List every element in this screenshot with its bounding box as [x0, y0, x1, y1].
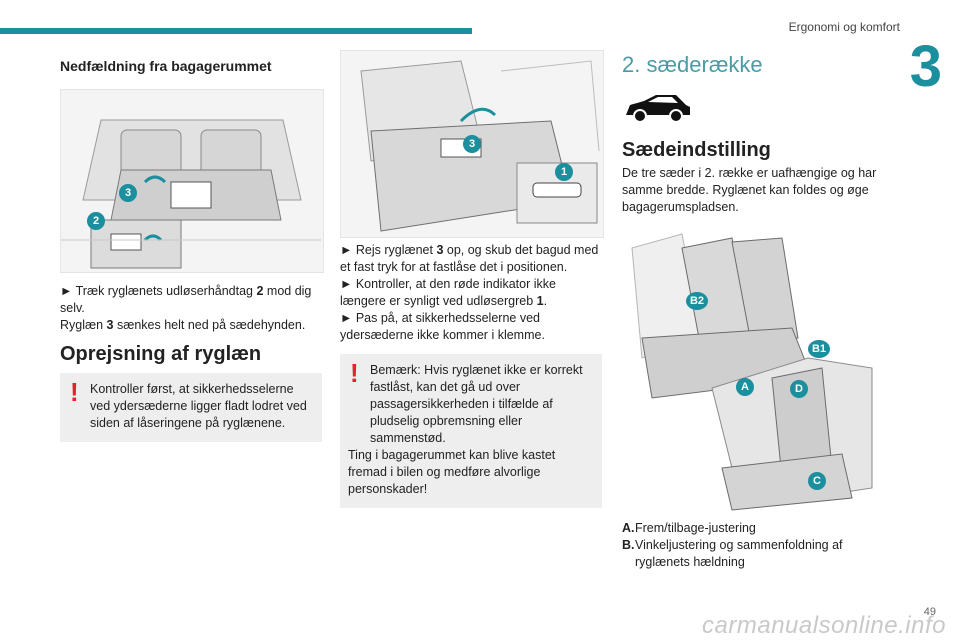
heading-seat-adjustment: Sædeindstilling — [622, 139, 771, 161]
car-side-icon — [626, 95, 690, 123]
intro-paragraph: De tre sæder i 2. række er uafhængige og… — [622, 166, 877, 214]
chapter-number: 3 — [909, 34, 942, 99]
callout-a: A — [736, 378, 754, 396]
legend-key-a: A. — [622, 521, 635, 535]
callout-b2: B2 — [686, 292, 708, 310]
warning-text-locking: Bemærk: Hvis ryglænet ikke er korrekt fa… — [370, 363, 583, 445]
callout-3: 3 — [119, 184, 137, 202]
seat-release-illustration — [61, 90, 323, 272]
section-title-second-row: 2. sæderække — [622, 52, 763, 77]
step-check-red-indicator: ► Kontroller, at den røde indikator ikke… — [340, 277, 556, 308]
legend-item-a: A. Frem/tilbage-justering — [622, 520, 884, 537]
warning-icon: ! — [70, 377, 79, 407]
step-backrest-lowers: Ryglæn 3 sænkes helt ned på sædehynden. — [60, 318, 306, 332]
step-raise-backrest: ► Rejs ryglænet 3 op, og skub det bagud … — [340, 243, 599, 274]
warning-text: Kontroller først, at sikkerhedsselerne v… — [90, 382, 307, 430]
callout-1: 1 — [555, 163, 573, 181]
header-accent-bar — [0, 28, 472, 34]
page-number: 49 — [923, 606, 936, 618]
callout-d: D — [790, 380, 808, 398]
callout-2: 2 — [87, 212, 105, 230]
step-seatbelts-not-trapped: ► Pas på, at sikkerhedsselerne ved yders… — [340, 311, 545, 342]
illustration-raise-backrest: 3 1 — [340, 50, 604, 238]
illustration-seat-release-boot: 3 2 — [60, 89, 324, 273]
column-1: Nedfældning fra bagagerummet 3 2 ► Træk … — [60, 58, 324, 442]
warning-box-locking: ! Bemærk: Hvis ryglænet ikke er korrekt … — [340, 354, 602, 508]
column-2: 3 1 ► Rejs ryglænet 3 op, og skub det ba… — [340, 50, 604, 508]
callout-b1: B1 — [808, 340, 830, 358]
heading-fold-from-boot: Nedfældning fra bagagerummet — [60, 58, 272, 74]
callout-3: 3 — [463, 135, 481, 153]
legend-text-a: Frem/tilbage-justering — [635, 521, 756, 535]
callout-c: C — [808, 472, 826, 490]
second-row-seats-illustration — [622, 228, 884, 516]
legend-text-b: Vinkeljustering og sammenfoldning af ryg… — [635, 538, 843, 569]
column-3: 2. sæderække Sædeindstilling De tre sæde… — [622, 52, 884, 571]
heading-raise-backrest: Oprejsning af ryglæn — [60, 343, 262, 365]
warning-icon: ! — [350, 358, 359, 388]
legend-item-b: B. Vinkeljustering og sammenfoldning af … — [622, 537, 884, 571]
watermark: carmanualsonline.info — [702, 612, 946, 639]
warning-text-luggage: Ting i bagagerummet kan blive kastet fre… — [348, 448, 556, 496]
legend-key-b: B. — [622, 538, 635, 552]
step-pull-release-handle: ► Træk ryglænets udløserhåndtag 2 mod di… — [60, 284, 312, 315]
illustration-second-row-seats: B2 B1 A D C — [622, 228, 884, 516]
warning-box-seatbelts: ! Kontroller først, at sikkerhedsselerne… — [60, 373, 322, 442]
section-header-title: Ergonomi og komfort — [788, 20, 900, 34]
